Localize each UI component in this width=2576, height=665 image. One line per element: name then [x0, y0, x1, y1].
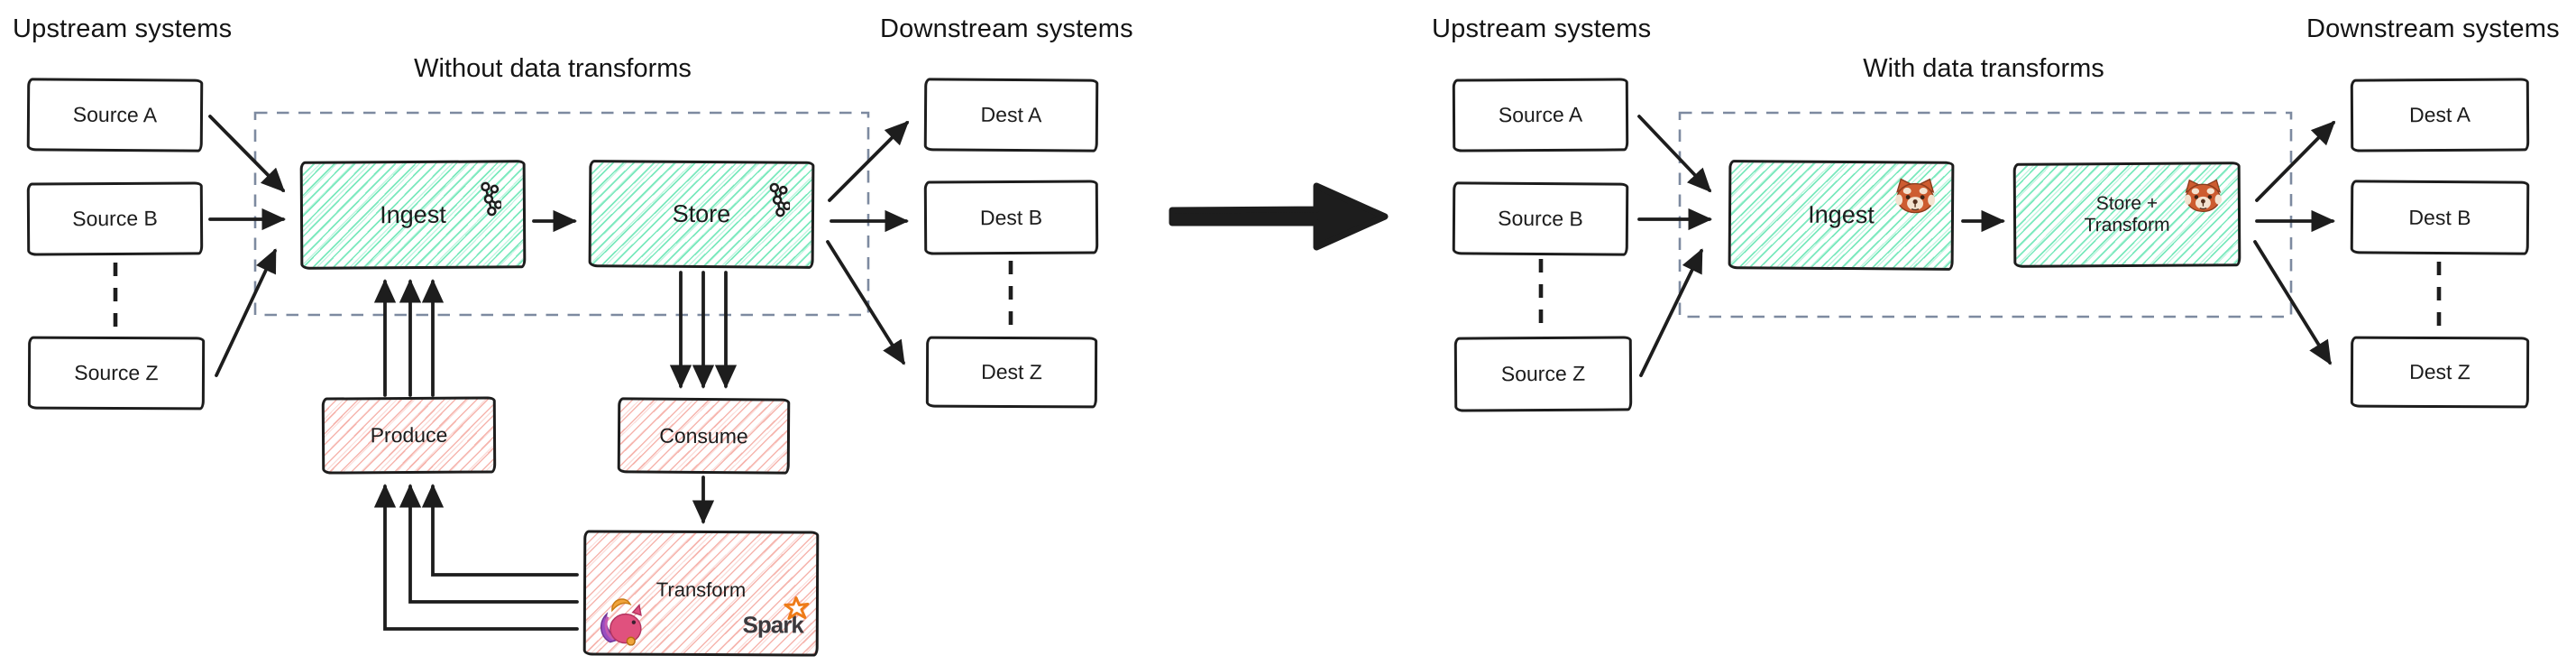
consume-label: Consume — [659, 423, 748, 448]
kafka-logo-icon — [481, 181, 502, 217]
arrow-storetransform-destZ — [2253, 240, 2332, 365]
store-transform-line2: Transform — [2084, 214, 2170, 236]
source-a-label-right: Source A — [1498, 102, 1583, 127]
store-transform-label: Store +Transform — [2084, 192, 2170, 237]
store-box-left: Store — [588, 160, 815, 269]
store-label-left: Store — [672, 199, 731, 228]
dest-z-label-left: Dest Z — [981, 359, 1042, 384]
dest-a-box-left: Dest A — [923, 78, 1099, 152]
dest-z-label-right: Dest Z — [2409, 359, 2471, 384]
arrow-sourceZ-ingest-right — [1639, 248, 1703, 377]
dest-a-box-right: Dest A — [2350, 78, 2530, 152]
source-z-label-left: Source Z — [74, 360, 159, 385]
source-z-box-right: Source Z — [1453, 336, 1633, 412]
downstream-systems-label-right: Downstream systems — [2306, 14, 2560, 43]
arrow-store-destZ-left — [826, 240, 905, 365]
diagram-title-left: Without data transforms — [414, 54, 692, 83]
source-a-box-left: Source A — [26, 78, 204, 152]
ingest-label-right: Ingest — [1808, 200, 1875, 229]
arrow-sourceZ-ingest-left — [215, 248, 277, 377]
dest-b-label-right: Dest B — [2408, 205, 2471, 229]
source-b-label-right: Source B — [1498, 206, 1583, 231]
arrow-storetransform-destA — [2255, 120, 2336, 202]
consume-box: Consume — [617, 397, 791, 475]
arrow-transform-produce-3 — [373, 483, 579, 631]
dest-b-box-left: Dest B — [923, 180, 1099, 255]
ingest-box-left: Ingest — [299, 160, 527, 270]
redpanda-logo-icon — [1895, 178, 1936, 214]
source-b-box-right: Source B — [1452, 181, 1629, 256]
store-transform-line1: Store + — [2095, 192, 2159, 215]
arrow-transform-produce-1 — [421, 483, 579, 577]
produce-label: Produce — [370, 422, 448, 448]
dest-z-box-left: Dest Z — [925, 336, 1098, 409]
arrow-sourceA-ingest-right — [1637, 115, 1712, 193]
source-z-label-right: Source Z — [1500, 361, 1586, 386]
store-transform-box: Store +Transform — [2012, 162, 2241, 268]
big-transition-arrow — [1169, 182, 1389, 251]
source-b-box-left: Source B — [26, 181, 204, 256]
spark-star-icon — [784, 596, 810, 620]
source-b-label-left: Source B — [72, 206, 158, 231]
dest-a-label-left: Dest A — [980, 102, 1042, 127]
spark-logo: Spark — [743, 596, 810, 639]
arrow-transform-produce-2 — [399, 483, 579, 604]
transform-box: Transform Spark — [582, 530, 820, 657]
redpanda-logo-icon — [2184, 179, 2223, 212]
dest-a-label-right: Dest A — [2409, 102, 2471, 127]
source-z-box-left: Source Z — [27, 336, 206, 411]
source-a-label-left: Source A — [72, 102, 158, 127]
kafka-logo-icon — [769, 182, 791, 217]
produce-box: Produce — [321, 396, 497, 475]
downstream-systems-label-left: Downstream systems — [880, 14, 1133, 43]
dest-b-box-right: Dest B — [2350, 180, 2530, 255]
ingest-label-left: Ingest — [380, 200, 446, 228]
dest-z-box-right: Dest Z — [2350, 336, 2530, 409]
flink-squirrel-icon — [600, 598, 642, 646]
ingest-box-right: Ingest — [1728, 160, 1955, 271]
upstream-systems-label-left: Upstream systems — [13, 14, 233, 43]
source-a-box-right: Source A — [1452, 78, 1629, 152]
arrow-store-destA-left — [828, 120, 910, 202]
diagram-title-right: With data transforms — [1863, 54, 2104, 83]
upstream-systems-label-right: Upstream systems — [1432, 14, 1652, 43]
dest-b-label-left: Dest B — [979, 205, 1043, 229]
arrow-sourceA-ingest-left — [208, 115, 286, 193]
